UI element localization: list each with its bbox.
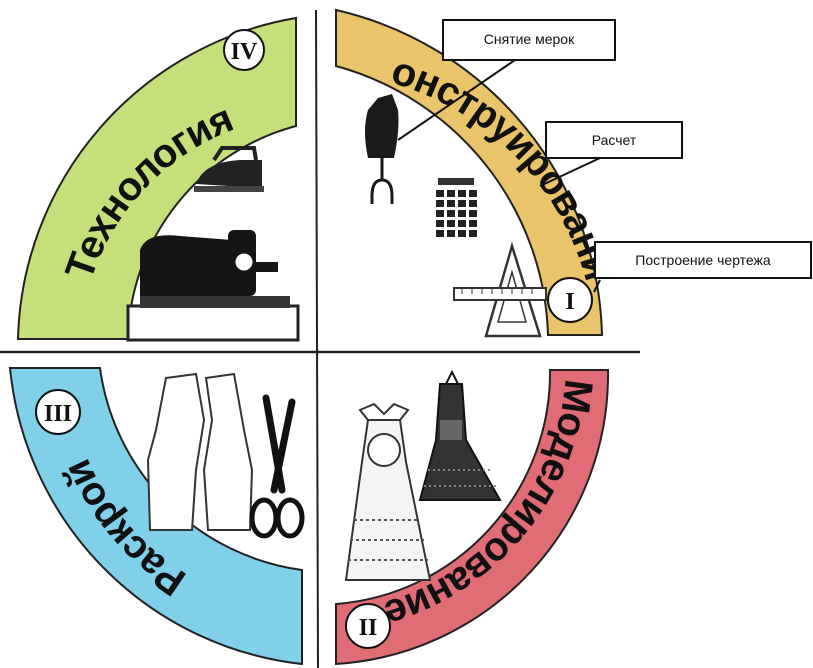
leader-line-calculation xyxy=(539,157,601,187)
numeral-badge-i: I xyxy=(547,277,593,323)
numeral-ii: II xyxy=(359,615,378,641)
ruler-triangle-icon xyxy=(453,241,547,338)
iron-icon xyxy=(194,146,264,192)
construction-band xyxy=(335,8,604,336)
garment-pattern-icon xyxy=(146,372,254,531)
numeral-iv: IV xyxy=(231,39,258,65)
sarafan-doll-icon xyxy=(344,402,432,581)
sewing-machine-icon xyxy=(126,230,300,342)
leader-line-drawing xyxy=(593,279,601,293)
dress-form-icon xyxy=(365,94,399,204)
modeling-band xyxy=(335,369,610,666)
quadrant-cutting: Раскрой III xyxy=(8,367,305,666)
sarafan-dress-icon xyxy=(418,369,502,501)
numeral-i: I xyxy=(565,289,574,315)
callout-measurements-label: Снятие мерок xyxy=(484,31,575,47)
leader-line-measurements xyxy=(397,59,516,141)
quadrant-technology: Технология IV xyxy=(16,16,300,342)
calculator-icon xyxy=(436,178,477,237)
callout-calculation-label: Расчет xyxy=(592,132,637,148)
callout-calculation: Расчет xyxy=(545,121,683,159)
scissors-icon xyxy=(249,394,305,539)
callout-measurements: Снятие мерок xyxy=(442,19,616,61)
callout-drawing-label: Построение чертежа xyxy=(635,252,771,268)
quadrant-modeling: Моделирование II xyxy=(335,369,610,666)
numeral-badge-ii: II xyxy=(345,603,391,649)
divider-vertical xyxy=(315,9,319,668)
numeral-badge-iv: IV xyxy=(223,29,265,71)
callout-drawing: Построение чертежа xyxy=(594,241,812,279)
numeral-iii: III xyxy=(44,401,72,427)
numeral-badge-iii: III xyxy=(35,389,81,435)
